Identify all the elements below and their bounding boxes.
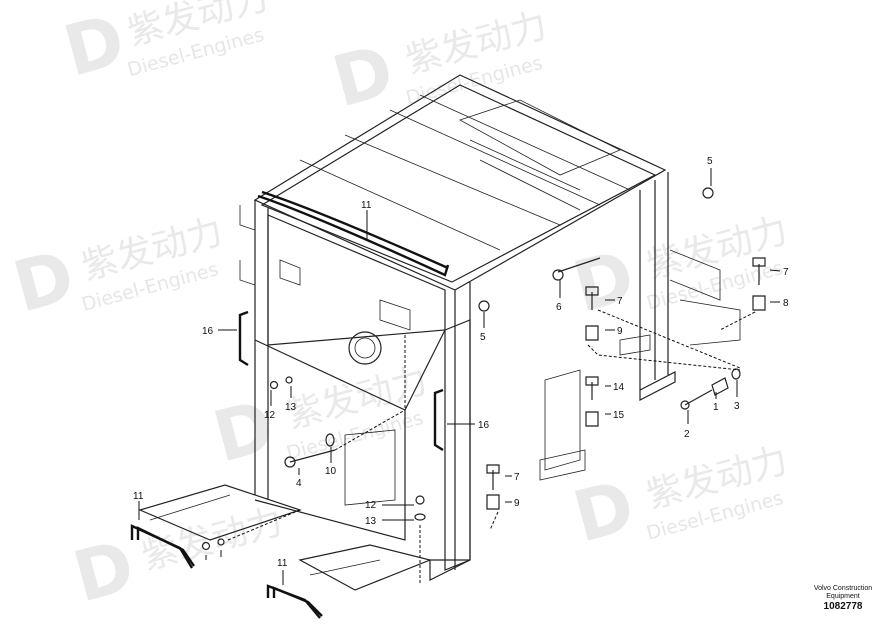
callout-5: 5 xyxy=(480,332,486,343)
callout-11: 11 xyxy=(133,491,144,502)
callout-16: 16 xyxy=(478,420,490,431)
callout-6: 6 xyxy=(556,302,562,313)
callout-11: 11 xyxy=(277,558,288,569)
cab-frame xyxy=(138,74,741,591)
callout-13: 13 xyxy=(285,402,297,413)
callout-13: 13 xyxy=(365,516,377,527)
callout-16: 16 xyxy=(202,326,214,337)
callout-12: 12 xyxy=(264,410,276,421)
callout-2: 2 xyxy=(684,429,690,440)
svg-text:D: D xyxy=(324,29,401,123)
callout-4: 4 xyxy=(296,478,302,489)
callout-10: 10 xyxy=(325,466,337,477)
assembly-lines xyxy=(227,309,756,585)
callout-3: 3 xyxy=(734,401,740,412)
footer-line1: Volvo Construction xyxy=(813,585,873,592)
leader-lines xyxy=(138,168,781,585)
footer-block: Volvo Construction Equipment 1082778 xyxy=(808,585,878,612)
callout-5: 5 xyxy=(707,156,713,167)
callout-7: 7 xyxy=(514,472,520,483)
callout-7: 7 xyxy=(783,267,789,278)
callout-8: 8 xyxy=(783,298,789,309)
callout-15: 15 xyxy=(613,410,625,421)
callout-7: 7 xyxy=(617,296,623,307)
svg-text:D: D xyxy=(565,234,642,328)
hardware-parts xyxy=(201,257,766,551)
footer-id: 1082778 xyxy=(823,601,863,612)
callout-1: 1 xyxy=(713,402,719,413)
callouts: 5 11 5 6 7 7 8 9 14 15 7 9 16 16 4 10 12… xyxy=(133,156,789,569)
callout-9: 9 xyxy=(617,326,623,337)
svg-text:D: D xyxy=(5,234,82,328)
watermark-layer: D 紫发动力 Diesel-Engines D 紫发动力 Diesel-Engi… xyxy=(5,0,792,619)
svg-text:D: D xyxy=(56,0,133,93)
svg-text:D: D xyxy=(565,464,642,558)
callout-12: 12 xyxy=(365,500,377,511)
callout-14: 14 xyxy=(613,382,625,393)
callout-11: 11 xyxy=(361,200,372,211)
callout-9: 9 xyxy=(514,498,520,509)
footer-line2: Equipment xyxy=(826,593,860,600)
grab-handles xyxy=(238,310,444,452)
gasket-strips xyxy=(130,190,450,619)
